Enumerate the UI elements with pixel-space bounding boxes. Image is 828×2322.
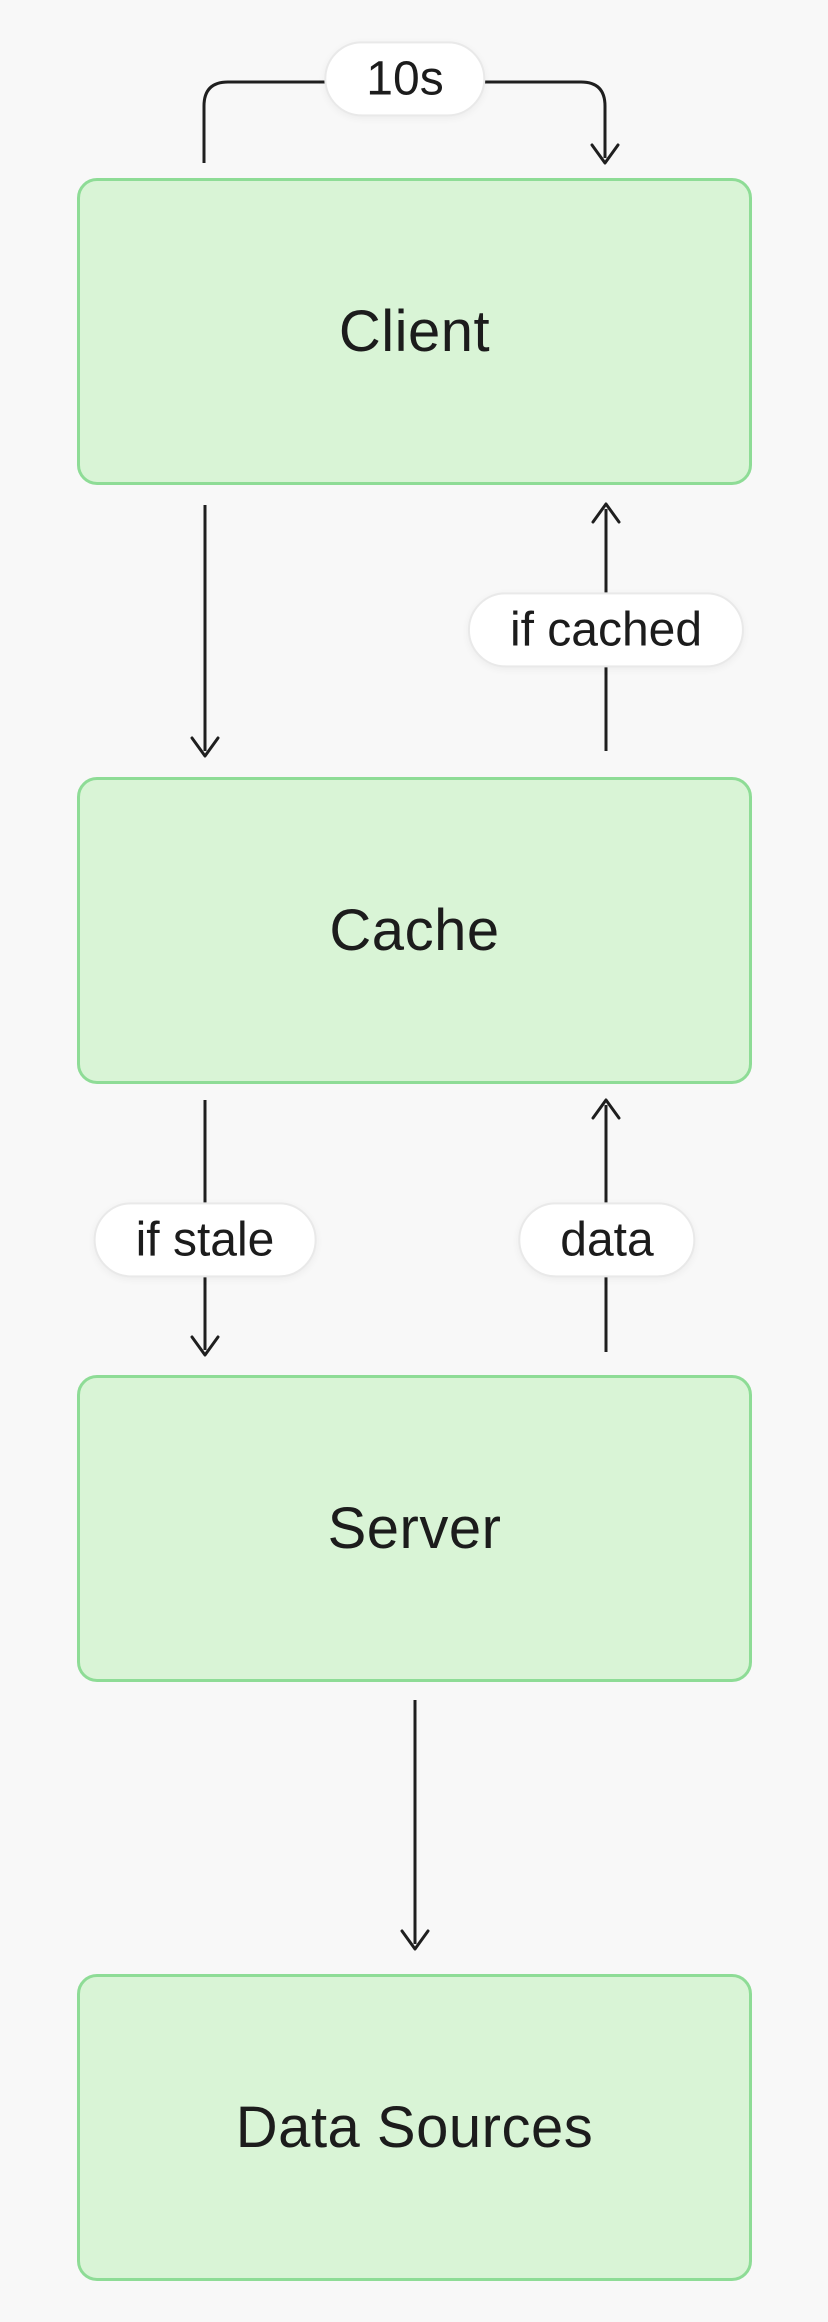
node-cache: Cache [77,777,752,1084]
edge-label-if-cached: if cached [467,592,745,668]
arrowhead-cache-to-server [190,1335,220,1357]
edge-label-if-stale: if stale [93,1202,317,1278]
edge-label-10s: 10s [324,41,486,117]
node-client: Client [77,178,752,485]
node-data-sources: Data Sources [77,1974,752,2281]
arrowhead-client-self-loop [590,143,620,165]
arrowhead-cache-to-client [591,502,621,524]
arrowhead-server-to-data-sources [400,1929,430,1951]
node-server-label: Server [327,1496,502,1561]
node-server: Server [77,1375,752,1682]
arrowhead-server-to-cache [591,1098,621,1120]
node-cache-label: Cache [329,898,500,963]
arrowhead-client-to-cache [190,736,220,758]
node-client-label: Client [338,299,491,364]
node-data-sources-label: Data Sources [235,2095,594,2160]
edge-label-data: data [518,1202,696,1278]
